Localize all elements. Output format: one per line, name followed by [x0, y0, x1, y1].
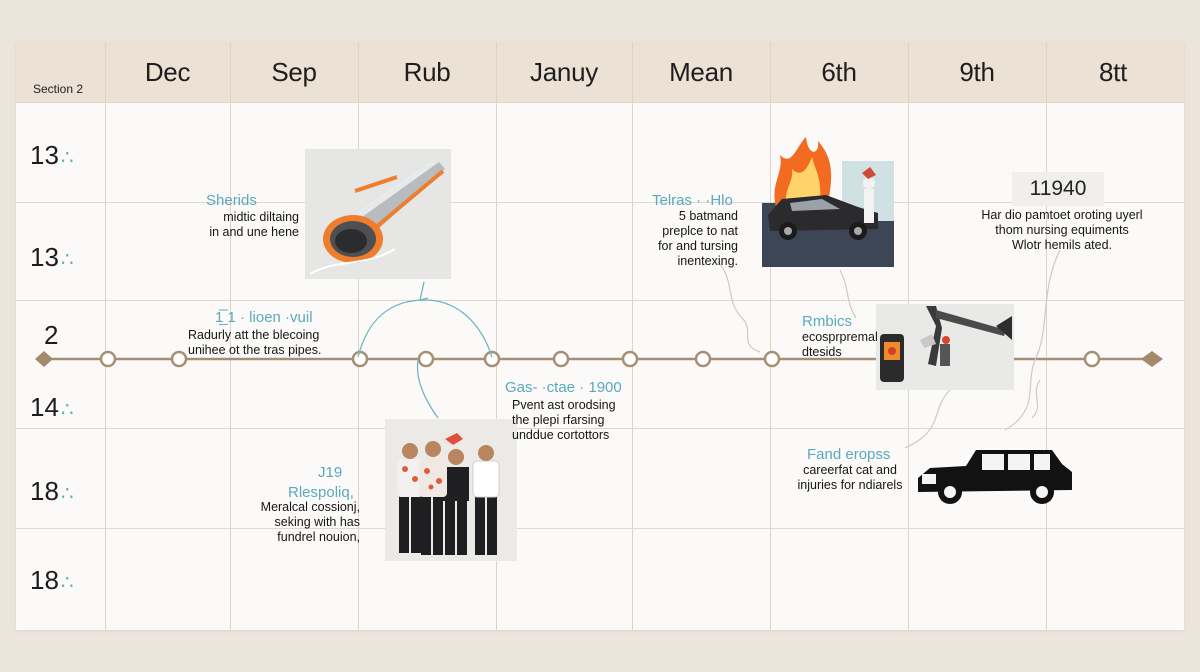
connector-line	[1004, 249, 1061, 431]
connector-line	[419, 281, 429, 301]
column-header: Januy	[530, 57, 598, 87]
row-label: 18∴	[30, 476, 74, 506]
connector-line	[416, 359, 439, 419]
grid-line	[496, 42, 497, 630]
event-title: Telras · ·Hlo	[652, 192, 733, 209]
grid-line	[16, 300, 1184, 301]
timeline-node	[552, 350, 570, 368]
grid-line	[230, 42, 231, 630]
column-header: Rub	[403, 57, 451, 87]
burning-car-icon	[762, 137, 894, 267]
column-header: 9th	[959, 57, 995, 87]
grid-line	[358, 42, 359, 630]
grid-line	[16, 528, 1184, 529]
grid-line	[16, 102, 1184, 103]
people-group-icon	[385, 419, 517, 561]
pipe-icon	[305, 149, 451, 279]
grid-line	[770, 42, 771, 630]
column-header: Mean	[669, 57, 733, 87]
event-title: Gas- ·ctae · 1900	[505, 379, 622, 396]
grid-line	[16, 202, 1184, 203]
row-label: 18∴	[30, 565, 74, 595]
timeline-node	[483, 350, 501, 368]
event-subtitle: Rlespoliq,	[288, 484, 354, 501]
timeline-end-marker	[1141, 351, 1163, 367]
column-header: Dec	[144, 57, 191, 87]
event-title: J19	[318, 464, 343, 481]
timeline-node	[763, 350, 781, 368]
event-title: Fand eropss	[807, 446, 891, 463]
connector-arc	[357, 299, 493, 358]
connector-line	[1031, 379, 1041, 419]
column-header: 6th	[821, 57, 857, 87]
timeline-node	[1083, 350, 1101, 368]
grid-line	[16, 428, 1184, 429]
timeline-node	[694, 350, 712, 368]
timeline-node	[417, 350, 435, 368]
row-label: 13∴	[30, 140, 74, 170]
event-title: 1̲̅ 1 · lioen ·vuil	[215, 309, 313, 326]
grid-line	[1046, 42, 1047, 630]
timeline-node	[621, 350, 639, 368]
timeline-node	[351, 350, 369, 368]
timeline-start-marker	[35, 351, 53, 367]
grid-line	[105, 42, 106, 630]
event-title: Rmbics	[802, 313, 853, 330]
robotic-arm-icon	[876, 304, 1014, 390]
column-header: 8tt	[1098, 57, 1127, 87]
row-label: 14∴	[30, 392, 74, 422]
connector-line	[904, 389, 951, 449]
section-label: Section 2	[33, 82, 84, 96]
event-title: Sherids	[206, 192, 257, 209]
timeline-node	[99, 350, 117, 368]
timeline-node	[170, 350, 188, 368]
row-label: 13∴	[30, 242, 74, 272]
hearse-icon	[918, 450, 1072, 504]
row-label: 2	[44, 320, 59, 350]
grid-line	[632, 42, 633, 630]
connector-line	[717, 261, 761, 353]
header-row	[16, 42, 1184, 102]
year-badge: 11940	[1012, 172, 1104, 206]
column-header: Sep	[271, 57, 317, 87]
connector-line	[839, 269, 857, 319]
